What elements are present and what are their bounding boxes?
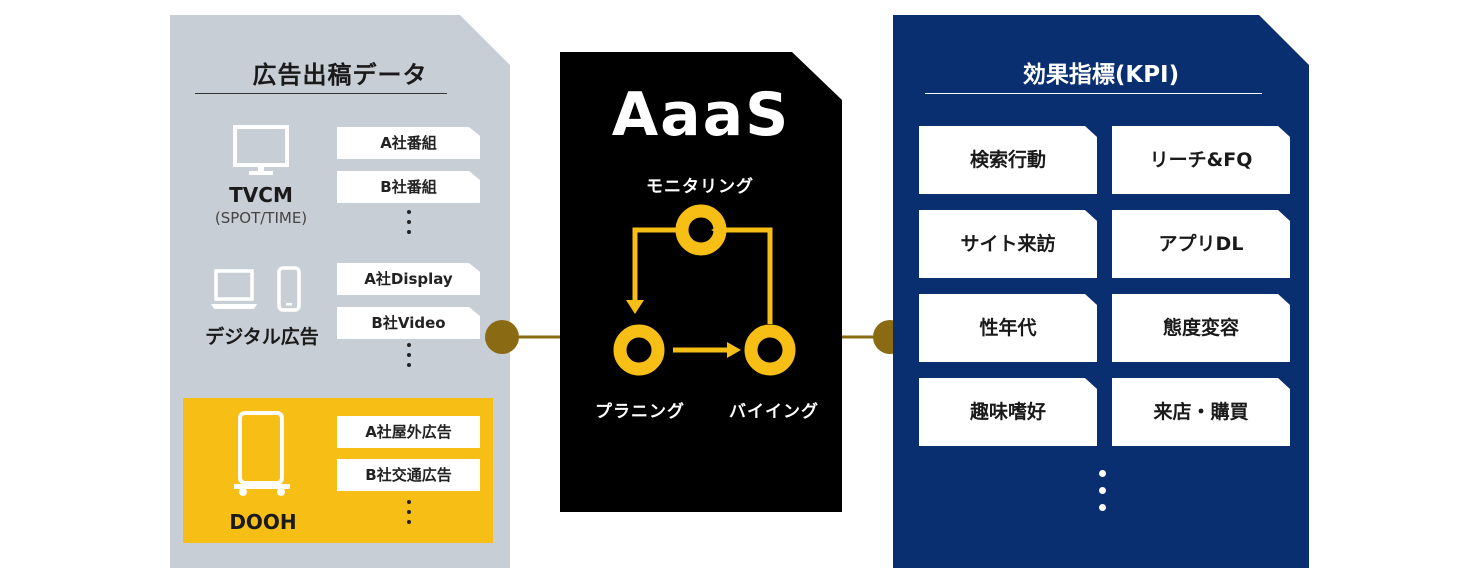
buying-node xyxy=(744,324,796,376)
kpi-card: 性年代 xyxy=(919,294,1097,362)
kpi-card: リーチ&FQ xyxy=(1112,126,1290,194)
laptop-icon xyxy=(209,268,259,312)
kpi-card: 来店・購買 xyxy=(1112,378,1290,446)
tvcm-label: TVCM xyxy=(229,183,293,207)
ad-data-title-rule xyxy=(195,93,447,94)
buying-label: バイイング xyxy=(729,402,819,422)
tvcm-item-chip: B社番組 xyxy=(337,171,480,203)
aaas-panel xyxy=(560,52,842,512)
kpi-card: サイト来訪 xyxy=(919,210,1097,278)
planning-node xyxy=(613,324,665,376)
tv-monitor-icon xyxy=(233,125,289,177)
kpi-card: 検索行動 xyxy=(919,126,1097,194)
tvcm-more-dots xyxy=(406,210,412,240)
monitoring-label: モニタリング xyxy=(646,177,754,197)
kpi-card: アプリDL xyxy=(1112,210,1290,278)
digital-item-chip: A社Display xyxy=(337,263,480,295)
monitoring-node xyxy=(675,204,727,256)
kpi-card: 趣味嗜好 xyxy=(919,378,1097,446)
aaas-title: AaaS xyxy=(611,80,791,150)
dooh-label: DOOH xyxy=(229,510,297,534)
digital-ad-label: デジタル広告 xyxy=(205,326,319,348)
planning-label: プラニング xyxy=(595,402,685,422)
signage-icon xyxy=(233,410,293,498)
kpi-title: 効果指標(KPI) xyxy=(1022,62,1180,88)
left-connector-node xyxy=(485,320,519,354)
kpi-card: 態度変容 xyxy=(1112,294,1290,362)
dooh-item-chip: B社交通広告 xyxy=(337,459,480,491)
tvcm-sub-label: (SPOT/TIME) xyxy=(214,209,308,227)
kpi-title-rule xyxy=(925,93,1262,94)
dooh-item-chip: A社屋外広告 xyxy=(337,416,480,448)
tvcm-item-chip: A社番組 xyxy=(337,127,480,159)
digital-item-chip: B社Video xyxy=(337,307,480,339)
kpi-more-dots xyxy=(1099,470,1106,521)
aaas-cycle-diagram xyxy=(613,204,796,376)
dooh-more-dots xyxy=(406,500,412,530)
ad-data-title: 広告出稿データ xyxy=(252,61,428,89)
digital-more-dots xyxy=(406,343,412,373)
smartphone-icon xyxy=(277,266,301,312)
